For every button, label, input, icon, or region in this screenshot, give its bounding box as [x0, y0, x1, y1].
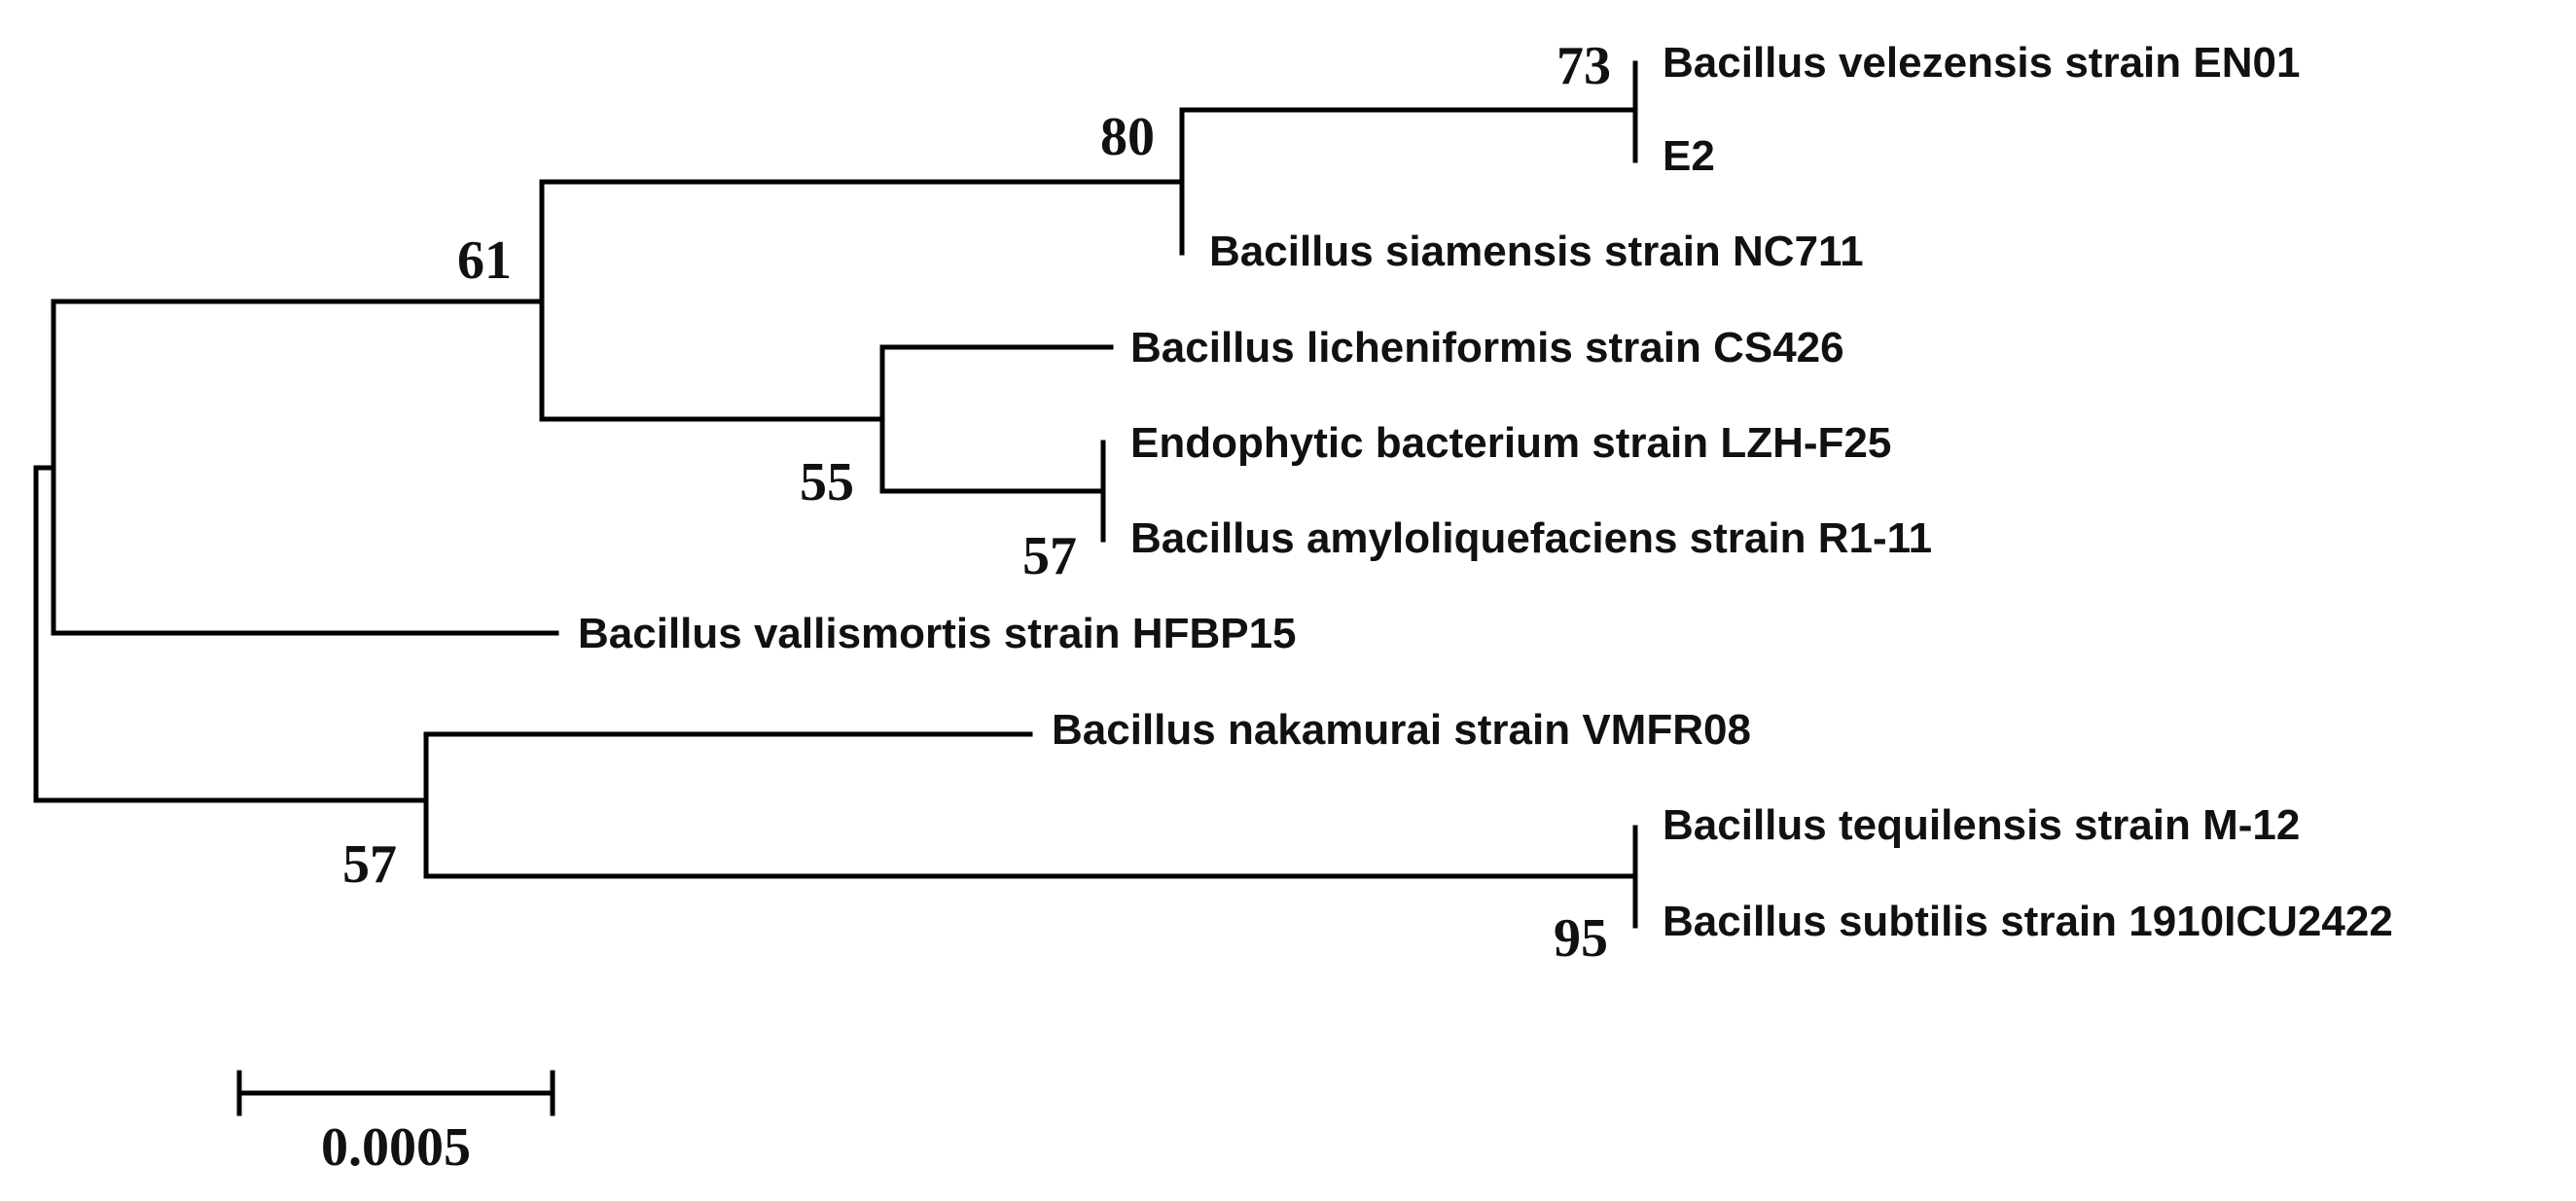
taxon-label: Bacillus vallismortis strain HFBP15	[578, 610, 1297, 657]
bootstrap-value: 73	[1556, 36, 1611, 96]
bootstrap-value: 57	[1022, 526, 1077, 586]
scale-bar: 0.0005	[236, 1070, 555, 1178]
taxon-label: Endophytic bacterium strain LZH-F25	[1130, 419, 1891, 467]
bootstrap-value: 95	[1554, 908, 1608, 969]
taxon-label: Bacillus tequilensis strain M-12	[1663, 801, 2300, 849]
bootstrap-value: 61	[457, 230, 512, 291]
bootstrap-values: 73 80 61 55 57 57 95	[342, 36, 1611, 969]
taxon-label: E2	[1663, 132, 1715, 180]
bootstrap-value: 57	[342, 834, 397, 895]
taxon-label: Bacillus siamensis strain NC711	[1209, 228, 1864, 275]
taxon-label: Bacillus velezensis strain EN01	[1663, 39, 2300, 87]
scale-bar-label: 0.0005	[321, 1117, 471, 1178]
bootstrap-value: 80	[1100, 107, 1155, 167]
taxon-label: Bacillus amyloliquefaciens strain R1-11	[1130, 514, 1932, 562]
tree-branches	[33, 60, 1638, 929]
taxon-label: Bacillus subtilis strain 1910ICU2422	[1663, 898, 2393, 945]
taxon-label: Bacillus licheniformis strain CS426	[1130, 324, 1844, 371]
bootstrap-value: 55	[800, 452, 854, 512]
taxon-label: Bacillus nakamurai strain VMFR08	[1052, 706, 1751, 754]
taxon-labels: Bacillus velezensis strain EN01 E2 Bacil…	[578, 39, 2393, 945]
